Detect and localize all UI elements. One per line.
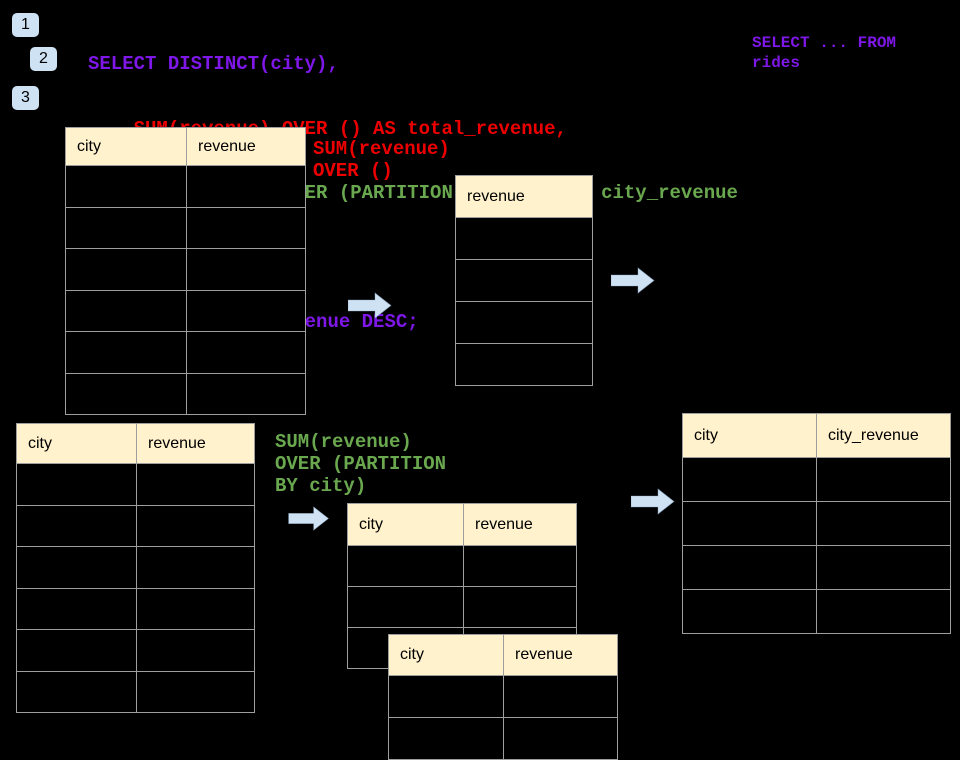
column-header-city-revenue: city_revenue <box>816 413 951 458</box>
step-1-badge: 1 <box>12 13 39 37</box>
table-cell-empty <box>186 289 306 332</box>
table-cell-empty <box>186 331 306 374</box>
table-cell-empty <box>455 301 593 344</box>
table-cell-empty <box>16 463 137 506</box>
table-cell-empty <box>682 501 817 546</box>
table-cell-empty <box>388 717 504 760</box>
column-header-city: city <box>388 634 504 676</box>
table-cell-empty <box>347 545 464 587</box>
table-cell-empty <box>186 165 306 208</box>
select-from-rides-note: SELECT ... FROM rides <box>752 34 897 72</box>
table-total-revenue: revenue <box>455 175 593 386</box>
table-cell-empty <box>816 589 951 634</box>
arrow-right-icon <box>611 267 655 294</box>
table-cell-empty <box>16 670 137 713</box>
table-cell-empty <box>65 289 187 332</box>
arrow-right-icon <box>348 292 392 319</box>
table-cell-empty <box>65 372 187 415</box>
table-cell-empty <box>455 217 593 260</box>
table-cell-empty <box>503 717 618 760</box>
table-cell-empty <box>682 589 817 634</box>
table-cell-empty <box>682 545 817 590</box>
column-header-revenue: revenue <box>455 175 593 218</box>
table-cell-empty <box>136 629 255 672</box>
table-cell-empty <box>65 331 187 374</box>
table-cell-empty <box>65 248 187 291</box>
table-cell-empty <box>136 670 255 713</box>
table-cell-empty <box>16 546 137 589</box>
table-cell-empty <box>455 343 593 386</box>
column-header-city: city <box>16 423 137 464</box>
table-cell-empty <box>463 586 577 628</box>
table-cell-empty <box>65 165 187 208</box>
arrow-right-icon <box>631 488 675 515</box>
table-cell-empty <box>816 501 951 546</box>
table-city-revenue-result: city city_revenue <box>682 413 951 634</box>
table-source-rides-top: city revenue <box>65 127 306 415</box>
table-cell-empty <box>136 546 255 589</box>
table-cell-empty <box>136 504 255 547</box>
column-header-city: city <box>65 127 187 166</box>
table-cell-empty <box>388 675 504 718</box>
sum-over-label: SUM(revenue) OVER () <box>313 138 450 182</box>
column-header-revenue: revenue <box>186 127 306 166</box>
column-header-revenue: revenue <box>136 423 255 464</box>
arrow-right-icon <box>288 506 330 531</box>
table-cell-empty <box>816 457 951 502</box>
step-3-badge: 3 <box>12 86 39 110</box>
step-2-badge: 2 <box>30 47 57 71</box>
table-cell-empty <box>347 586 464 628</box>
table-cell-empty <box>186 206 306 249</box>
table-cell-empty <box>136 587 255 630</box>
table-cell-empty <box>816 545 951 590</box>
table-cell-empty <box>16 504 137 547</box>
table-cell-empty <box>186 248 306 291</box>
table-cell-empty <box>65 206 187 249</box>
column-header-city: city <box>347 503 464 546</box>
column-header-revenue: revenue <box>463 503 577 546</box>
column-header-revenue: revenue <box>503 634 618 676</box>
table-source-rides-bottom: city revenue <box>16 423 255 713</box>
sql-line-select: SELECT DISTINCT(city), <box>88 53 339 75</box>
table-cell-empty <box>16 629 137 672</box>
table-cell-empty <box>682 457 817 502</box>
table-cell-empty <box>463 545 577 587</box>
sum-over-partition-label: SUM(revenue) OVER (PARTITION BY city) <box>275 431 447 497</box>
table-cell-empty <box>503 675 618 718</box>
table-cell-empty <box>186 372 306 415</box>
table-cell-empty <box>16 587 137 630</box>
table-cell-empty <box>136 463 255 506</box>
table-partition-group-2: city revenue <box>388 634 618 760</box>
table-cell-empty <box>455 259 593 302</box>
column-header-city: city <box>682 413 817 458</box>
